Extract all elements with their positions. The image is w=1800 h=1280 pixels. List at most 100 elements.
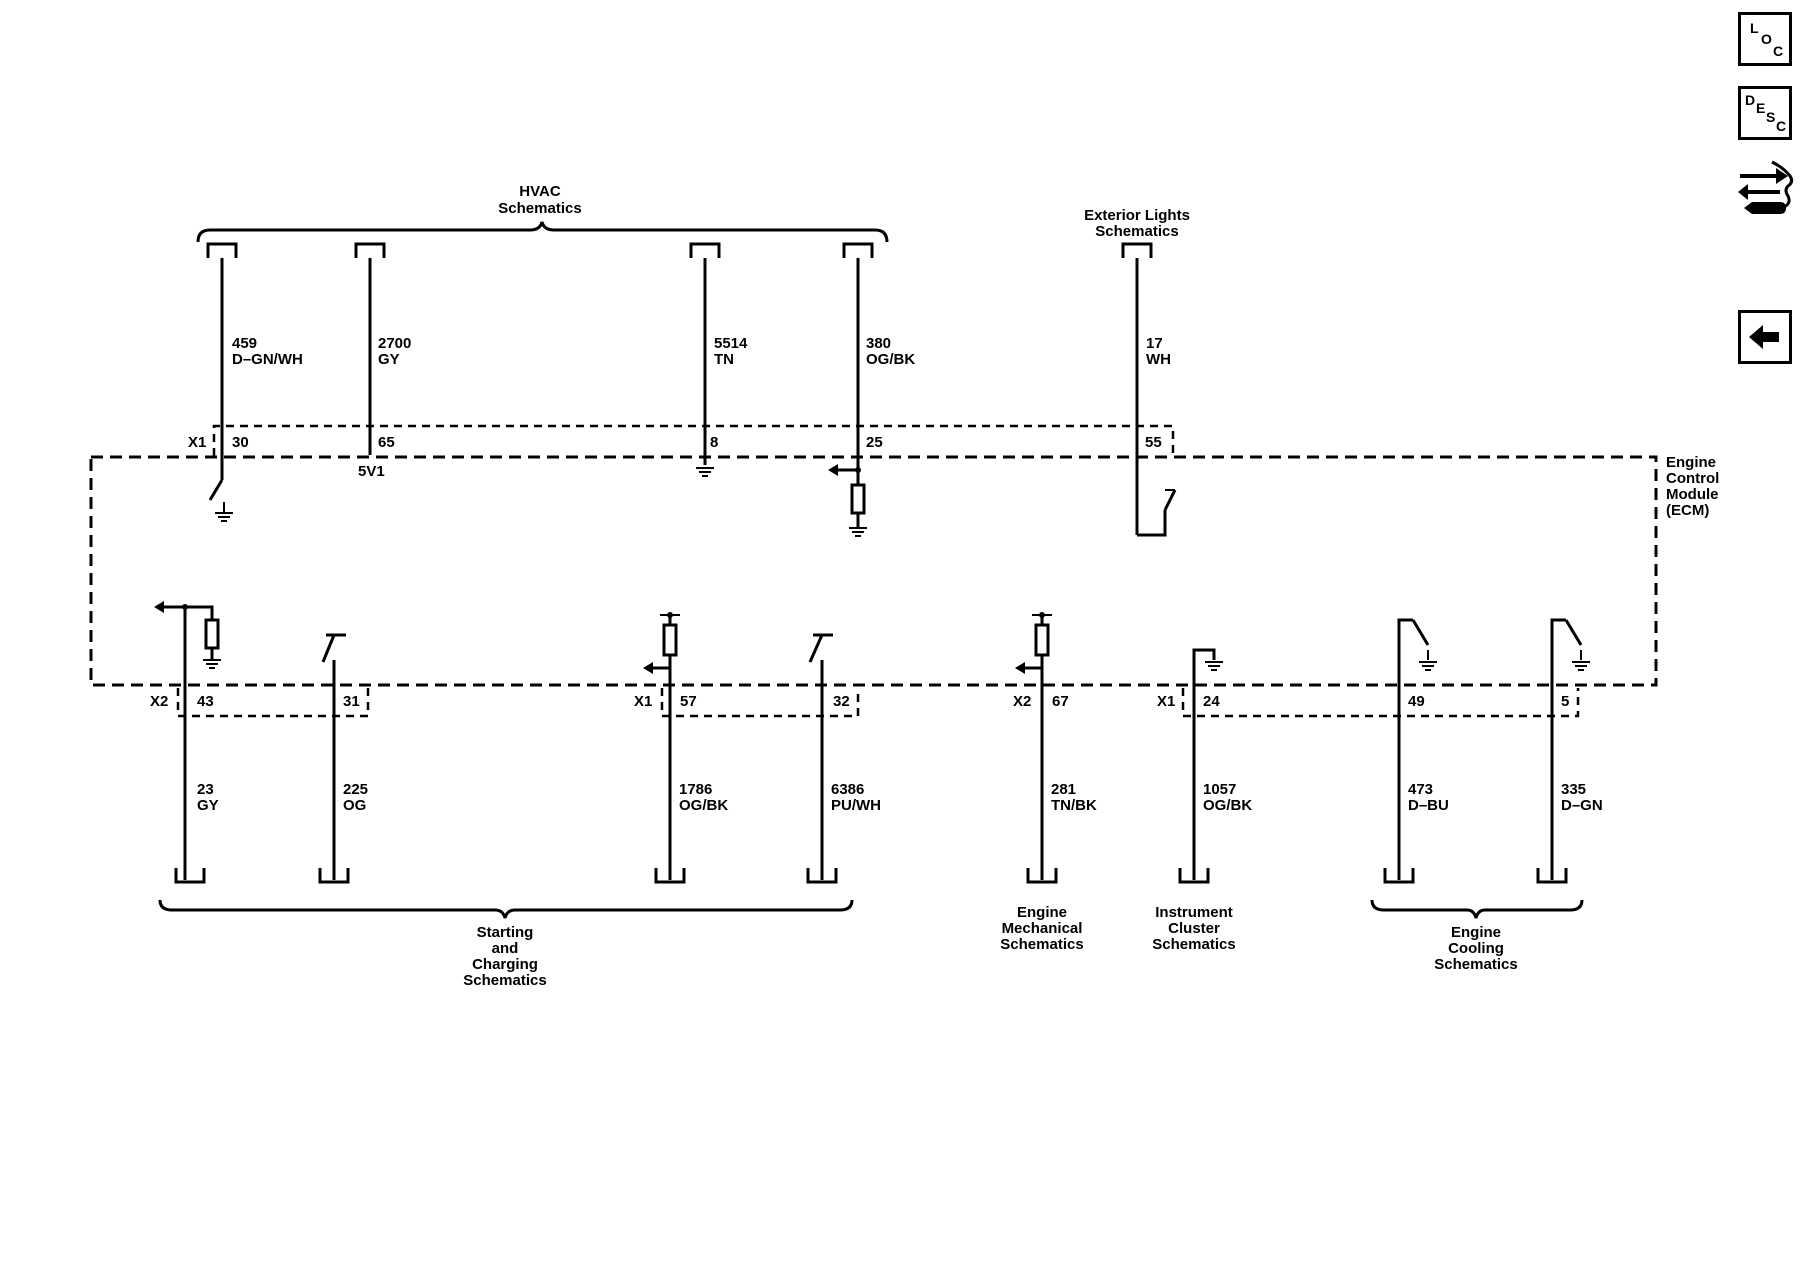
bottom-connector-x2a — [176, 688, 370, 718]
bottom-connector-x2a-label: X2 — [150, 693, 168, 710]
wire-17-circuit: 17 — [1146, 335, 1163, 352]
bottom-connector-x1a — [660, 688, 860, 718]
starting-label-3: Charging — [472, 956, 538, 973]
starting-label-2: and — [492, 940, 519, 957]
pin-55: 55 — [1145, 434, 1162, 451]
pin-57: 57 — [680, 693, 697, 710]
hvac-terminal-4 — [842, 242, 874, 260]
hvac-label-1: HVAC — [519, 183, 561, 200]
wire-335-circuit: 335 — [1561, 781, 1586, 798]
wire-2700-color: GY — [378, 351, 400, 368]
ecm-module-box — [89, 455, 1658, 687]
cluster-label-1: Instrument — [1155, 904, 1233, 921]
arrow-icon — [1015, 662, 1025, 674]
switch-icon — [1550, 618, 1566, 700]
engine-mech-label-3: Schematics — [1000, 936, 1083, 953]
pin-49: 49 — [1408, 693, 1425, 710]
pin-31: 31 — [343, 693, 360, 710]
cooling-bracket — [1370, 899, 1584, 919]
connector-arrows-icon — [1738, 160, 1794, 214]
connector-arrows-button[interactable] — [1736, 156, 1796, 222]
pin-24: 24 — [1203, 693, 1220, 710]
loc-letter-o: O — [1761, 31, 1772, 47]
pin-43: 43 — [197, 693, 214, 710]
wire-23-color: GY — [197, 797, 219, 814]
top-connector-x1-label: X1 — [188, 434, 206, 451]
switch-icon — [208, 479, 224, 501]
ecm-label-1: Engine — [1666, 454, 1716, 471]
switch-icon — [808, 634, 824, 663]
top-connector-x1 — [212, 424, 1175, 456]
wire-335-color: D–GN — [1561, 797, 1603, 814]
wire-5514-color: TN — [714, 351, 734, 368]
pin-32: 32 — [833, 693, 850, 710]
starting-label-1: Starting — [477, 924, 534, 941]
back-button[interactable] — [1738, 310, 1792, 364]
wire-23-circuit: 23 — [197, 781, 214, 798]
description-button[interactable]: D E S C — [1738, 86, 1792, 140]
desc-letter-d: D — [1745, 92, 1756, 108]
wire-380-color: OG/BK — [866, 351, 915, 368]
desc-letter-s: S — [1766, 109, 1776, 125]
resistor-icon — [662, 623, 678, 657]
pin-5: 5 — [1561, 693, 1569, 710]
wire-1786-color: OG/BK — [679, 797, 728, 814]
engine-mech-label-2: Mechanical — [1002, 920, 1083, 937]
note-5v1: 5V1 — [358, 463, 385, 480]
bottom-connector-x1b — [1181, 688, 1580, 718]
hvac-terminal-2 — [354, 242, 386, 260]
ground-icon — [1571, 661, 1591, 671]
wire-281-color: TN/BK — [1051, 797, 1097, 814]
hvac-terminal-3 — [689, 242, 721, 260]
wire-5514-circuit: 5514 — [714, 335, 748, 352]
wire-225-color: OG — [343, 797, 366, 814]
starting-terminal-1 — [174, 866, 206, 884]
cooling-label-1: Engine — [1451, 924, 1501, 941]
ground-icon — [695, 467, 715, 477]
hvac-label-2: Schematics — [498, 200, 581, 217]
hvac-bracket — [196, 221, 889, 243]
arrow-icon — [154, 601, 164, 613]
ground-icon — [202, 659, 222, 669]
loc-letter-c: C — [1773, 43, 1784, 59]
wire-459-circuit: 459 — [232, 335, 257, 352]
ecm-label-2: Control — [1666, 470, 1719, 487]
wire-473-circuit: 473 — [1408, 781, 1433, 798]
desc-letter-e: E — [1756, 100, 1766, 116]
cooling-label-3: Schematics — [1434, 956, 1517, 973]
resistor-icon — [1034, 623, 1050, 657]
wire-225-circuit: 225 — [343, 781, 368, 798]
location-button[interactable]: L O C — [1738, 12, 1792, 66]
starting-label-4: Schematics — [463, 972, 546, 989]
cooling-label-2: Cooling — [1448, 940, 1504, 957]
pin-30: 30 — [232, 434, 249, 451]
cluster-label-2: Cluster — [1168, 920, 1220, 937]
ecm-label-3: Module — [1666, 486, 1719, 503]
wire-2700-circuit: 2700 — [378, 335, 411, 352]
wire-6386-circuit: 6386 — [831, 781, 864, 798]
exterior-label-1: Exterior Lights — [1084, 207, 1190, 224]
pin-25: 25 — [866, 434, 883, 451]
wire-6386-color: PU/WH — [831, 797, 881, 814]
switch-icon — [1397, 618, 1413, 700]
switch-icon — [321, 634, 336, 663]
arrow-icon — [828, 464, 838, 476]
starting-bracket — [158, 899, 854, 919]
engine-mech-label-1: Engine — [1017, 904, 1067, 921]
resistor-icon — [204, 618, 220, 650]
hvac-terminal-1 — [206, 242, 238, 260]
pin-65: 65 — [378, 434, 395, 451]
arrow-icon — [643, 662, 653, 674]
cluster-label-3: Schematics — [1152, 936, 1235, 953]
wire-1786-circuit: 1786 — [679, 781, 712, 798]
ground-icon — [1204, 661, 1224, 671]
wire-380-circuit: 380 — [866, 335, 891, 352]
wire-17-color: WH — [1146, 351, 1171, 368]
resistor-icon — [850, 483, 866, 515]
wire-281-circuit: 281 — [1051, 781, 1076, 798]
ecm-label-4: (ECM) — [1666, 502, 1709, 519]
bottom-connector-x2b-label: X2 — [1013, 693, 1031, 710]
wire-473-color: D–BU — [1408, 797, 1449, 814]
wire-459-color: D–GN/WH — [232, 351, 303, 368]
